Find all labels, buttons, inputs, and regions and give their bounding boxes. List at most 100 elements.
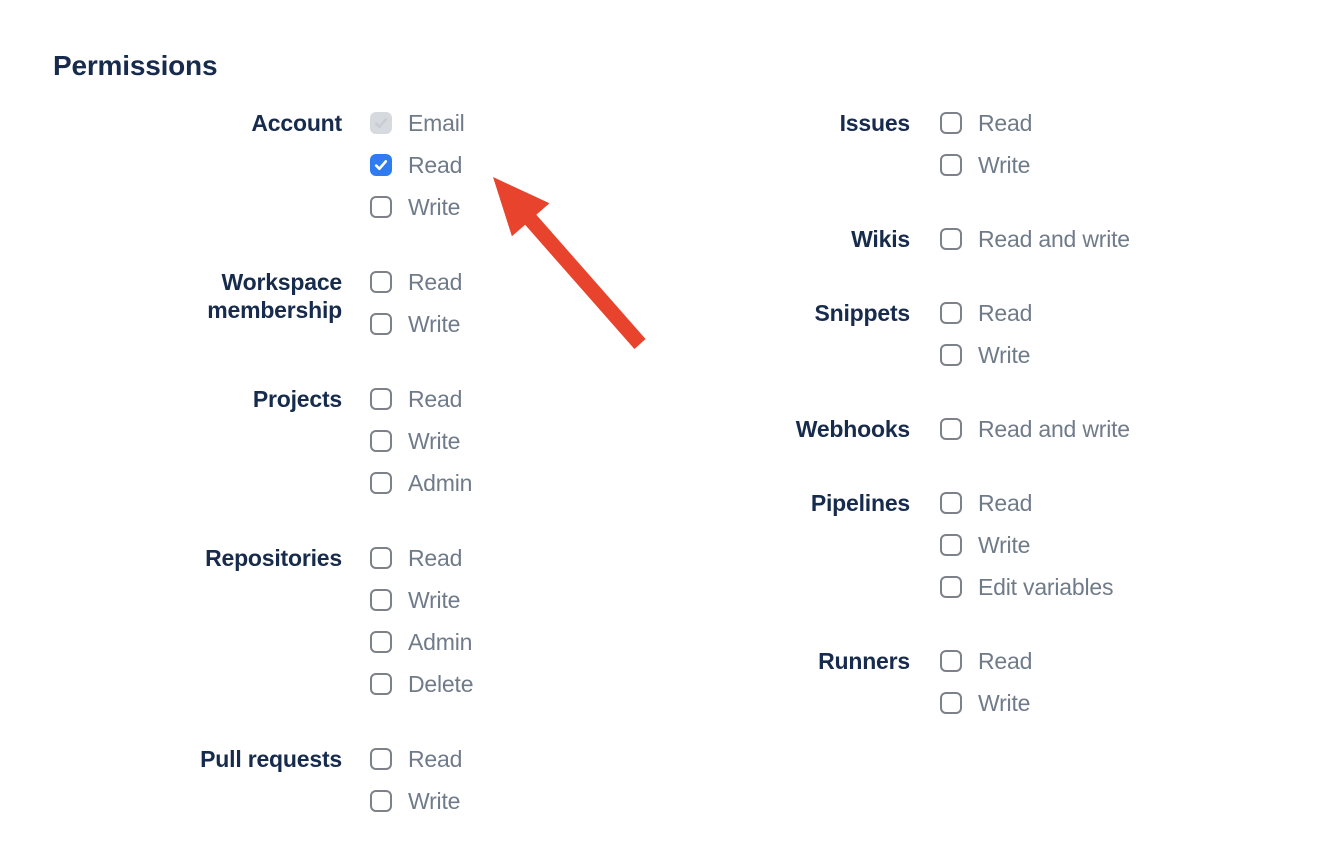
option-row-projects-read: Read xyxy=(370,385,472,413)
options-account: Email Read Write xyxy=(370,109,465,221)
checkbox-label-repositories-delete[interactable]: Delete xyxy=(408,671,474,697)
checkbox-label-account-write[interactable]: Write xyxy=(408,194,461,220)
section-pull-requests: Pull requests Read Write xyxy=(172,745,473,815)
option-row-account-email: Email xyxy=(370,109,465,137)
checkbox-label-workspace-read[interactable]: Read xyxy=(408,269,463,295)
checkbox-label-runners-read[interactable]: Read xyxy=(978,648,1033,674)
section-issues: Issues Read Write xyxy=(740,109,1130,179)
check-icon xyxy=(374,118,388,129)
checkbox-label-snippets-read[interactable]: Read xyxy=(978,300,1033,326)
checkbox-label-pull-requests-write[interactable]: Write xyxy=(408,788,461,814)
checkbox-workspace-read[interactable] xyxy=(370,271,392,293)
section-label-wikis: Wikis xyxy=(851,226,910,252)
option-row-pull-requests-write: Write xyxy=(370,787,462,815)
option-row-repositories-delete: Delete xyxy=(370,670,473,698)
checkbox-label-snippets-write[interactable]: Write xyxy=(978,342,1031,368)
checkbox-label-issues-write[interactable]: Write xyxy=(978,152,1031,178)
option-row-runners-write: Write xyxy=(940,689,1032,717)
options-wikis: Read and write xyxy=(940,225,1130,253)
option-row-issues-write: Write xyxy=(940,151,1032,179)
option-row-snippets-write: Write xyxy=(940,341,1032,369)
option-row-pipelines-edit-variables: Edit variables xyxy=(940,573,1113,601)
options-repositories: Read Write Admin Delete xyxy=(370,544,473,698)
checkbox-label-pull-requests-read[interactable]: Read xyxy=(408,746,463,772)
section-label-webhooks: Webhooks xyxy=(795,416,910,442)
option-row-pull-requests-read: Read xyxy=(370,745,462,773)
checkbox-label-pipelines-write[interactable]: Write xyxy=(978,532,1031,558)
checkbox-label-projects-write[interactable]: Write xyxy=(408,428,461,454)
checkbox-issues-read[interactable] xyxy=(940,112,962,134)
checkbox-label-repositories-read[interactable]: Read xyxy=(408,545,463,571)
section-pipelines: Pipelines Read Write Edit variables xyxy=(740,489,1130,601)
options-snippets: Read Write xyxy=(940,299,1032,369)
checkbox-account-email xyxy=(370,112,392,134)
option-row-pipelines-write: Write xyxy=(940,531,1113,559)
checkbox-runners-write[interactable] xyxy=(940,692,962,714)
option-row-runners-read: Read xyxy=(940,647,1032,675)
options-issues: Read Write xyxy=(940,109,1032,179)
checkbox-label-issues-read[interactable]: Read xyxy=(978,110,1033,136)
section-account: Account Email Read Write xyxy=(172,109,473,221)
checkbox-pipelines-read[interactable] xyxy=(940,492,962,514)
section-label-account: Account xyxy=(251,110,342,136)
checkbox-repositories-delete[interactable] xyxy=(370,673,392,695)
checkbox-repositories-admin[interactable] xyxy=(370,631,392,653)
option-row-repositories-read: Read xyxy=(370,544,473,572)
checkbox-projects-admin[interactable] xyxy=(370,472,392,494)
section-label-workspace-membership: Workspace membership xyxy=(207,269,342,323)
checkbox-label-account-email: Email xyxy=(408,110,465,136)
section-label-issues: Issues xyxy=(839,110,911,136)
section-repositories: Repositories Read Write Admin Delete xyxy=(172,544,473,698)
checkbox-projects-write[interactable] xyxy=(370,430,392,452)
section-label-runners: Runners xyxy=(818,648,910,674)
option-row-projects-write: Write xyxy=(370,427,472,455)
checkbox-projects-read[interactable] xyxy=(370,388,392,410)
options-runners: Read Write xyxy=(940,647,1032,717)
permissions-column-right: Issues Read Write Wikis Read and write xyxy=(740,109,1130,763)
options-pipelines: Read Write Edit variables xyxy=(940,489,1113,601)
section-label-snippets: Snippets xyxy=(814,300,910,326)
checkbox-label-runners-write[interactable]: Write xyxy=(978,690,1031,716)
options-workspace-membership: Read Write xyxy=(370,268,462,338)
option-row-repositories-admin: Admin xyxy=(370,628,473,656)
checkbox-pull-requests-write[interactable] xyxy=(370,790,392,812)
checkbox-label-pipelines-edit-variables[interactable]: Edit variables xyxy=(978,574,1114,600)
checkbox-repositories-write[interactable] xyxy=(370,589,392,611)
checkbox-snippets-read[interactable] xyxy=(940,302,962,324)
section-runners: Runners Read Write xyxy=(740,647,1130,717)
section-wikis: Wikis Read and write xyxy=(740,225,1130,253)
option-row-webhooks-read-and-write: Read and write xyxy=(940,415,1130,443)
option-row-workspace-write: Write xyxy=(370,310,462,338)
checkbox-label-repositories-admin[interactable]: Admin xyxy=(408,629,473,655)
checkbox-label-projects-admin[interactable]: Admin xyxy=(408,470,473,496)
permissions-column-left: Account Email Read Write Workspace membe… xyxy=(172,109,473,844)
option-row-workspace-read: Read xyxy=(370,268,462,296)
checkbox-label-projects-read[interactable]: Read xyxy=(408,386,463,412)
checkbox-account-read[interactable] xyxy=(370,154,392,176)
section-projects: Projects Read Write Admin xyxy=(172,385,473,497)
checkbox-label-wikis-read-and-write[interactable]: Read and write xyxy=(978,226,1130,252)
section-webhooks: Webhooks Read and write xyxy=(740,415,1130,443)
checkbox-pipelines-edit-variables[interactable] xyxy=(940,576,962,598)
option-row-snippets-read: Read xyxy=(940,299,1032,327)
option-row-repositories-write: Write xyxy=(370,586,473,614)
checkbox-workspace-write[interactable] xyxy=(370,313,392,335)
checkbox-label-webhooks-read-and-write[interactable]: Read and write xyxy=(978,416,1130,442)
section-label-projects: Projects xyxy=(252,386,342,412)
checkbox-issues-write[interactable] xyxy=(940,154,962,176)
checkbox-runners-read[interactable] xyxy=(940,650,962,672)
checkbox-pull-requests-read[interactable] xyxy=(370,748,392,770)
checkbox-label-pipelines-read[interactable]: Read xyxy=(978,490,1033,516)
checkbox-pipelines-write[interactable] xyxy=(940,534,962,556)
checkbox-wikis-read-and-write[interactable] xyxy=(940,228,962,250)
checkbox-snippets-write[interactable] xyxy=(940,344,962,366)
checkbox-label-repositories-write[interactable]: Write xyxy=(408,587,461,613)
checkbox-account-write[interactable] xyxy=(370,196,392,218)
checkbox-label-account-read[interactable]: Read xyxy=(408,152,463,178)
section-workspace-membership: Workspace membership Read Write xyxy=(172,268,473,338)
checkbox-webhooks-read-and-write[interactable] xyxy=(940,418,962,440)
checkbox-label-workspace-write[interactable]: Write xyxy=(408,311,461,337)
checkbox-repositories-read[interactable] xyxy=(370,547,392,569)
options-webhooks: Read and write xyxy=(940,415,1130,443)
